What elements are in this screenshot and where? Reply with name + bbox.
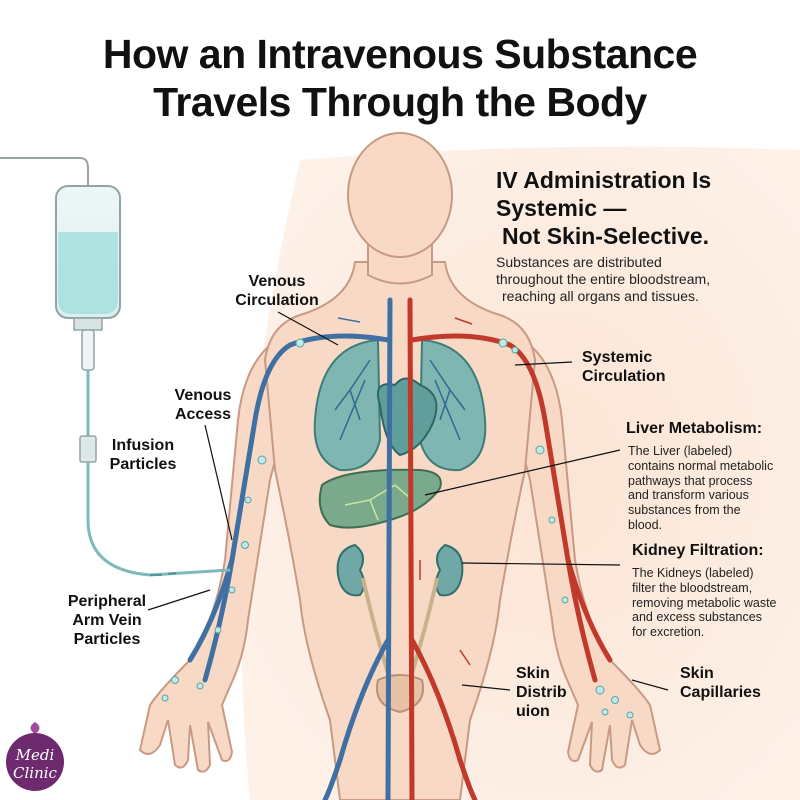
arteries: [407, 297, 613, 800]
label-venous-circulation: Venous Circulation: [235, 273, 319, 310]
label-skin-capillaries: Skin Capillaries: [680, 665, 761, 702]
label-skin-distribution: Skin Distrib uion: [516, 665, 567, 721]
liver-title: Liver Metabolism:: [626, 420, 763, 437]
info-text: Substances are distributed throughout th…: [496, 254, 711, 304]
leader-lines: [147, 311, 669, 691]
liver-text: The Liver (labeled) contains normal meta…: [628, 444, 774, 532]
page-title-line-2: Travels Through the Body: [153, 79, 647, 125]
flow-arrows: [259, 317, 473, 666]
kidneys: [336, 543, 464, 597]
lungs: [313, 338, 487, 472]
label-venous-access: Venous Access: [174, 387, 232, 424]
lung-bronchi: [334, 359, 466, 441]
info-heading: IV Administration Is Systemic — Not Skin…: [496, 167, 712, 250]
logo-text-clinic: Clinic: [13, 764, 57, 782]
particles: [161, 338, 634, 719]
label-infusion-particles: Infusion Particles: [109, 437, 177, 474]
label-systemic-circulation: Systemic Circulation: [582, 349, 666, 386]
logo-text-medi: Medi: [15, 746, 55, 764]
medi-clinic-logo: [6, 722, 64, 791]
iv-bag: [0, 157, 231, 577]
page-title-line-1: How an Intravenous Substance: [102, 31, 698, 77]
kidney-text: The Kidneys (labeled) filter the bloodst…: [632, 566, 777, 639]
kidney-title: Kidney Filtration:: [632, 542, 764, 559]
liver-vessels: [344, 484, 411, 521]
label-peripheral-arm-vein: Peripheral Arm Vein Particles: [67, 593, 147, 649]
